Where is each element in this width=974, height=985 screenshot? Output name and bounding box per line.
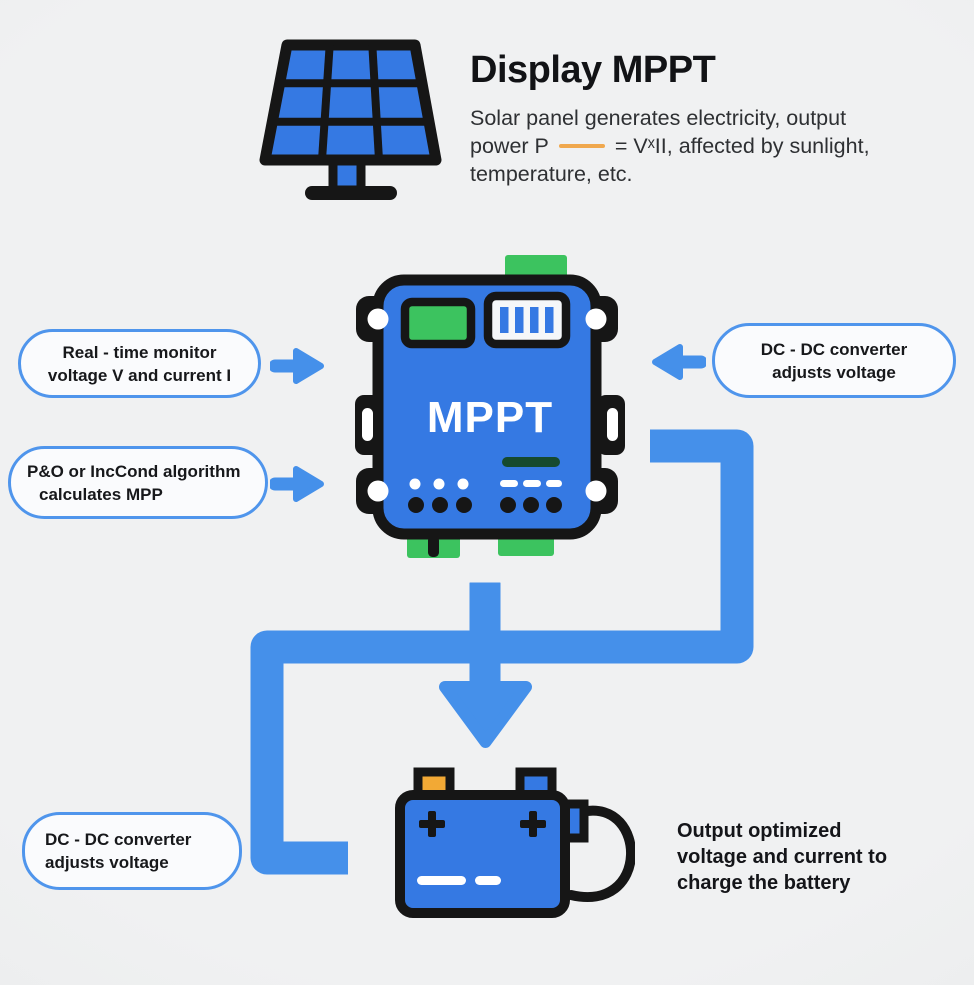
- solar-panel-icon: [259, 39, 442, 200]
- arrow-right-icon: [270, 348, 324, 384]
- device-screen: [400, 297, 476, 349]
- terminal-dots-black: [408, 497, 562, 513]
- subtitle-line1: Solar panel generates electricity, outpu…: [470, 106, 847, 130]
- arrow-left-icon: [652, 344, 706, 380]
- page-title: Display MPPT: [470, 49, 716, 91]
- battery-body: [395, 790, 570, 918]
- device-label: MPPT: [427, 393, 553, 442]
- screw-holes: [362, 308, 618, 502]
- pill-line: DC - DC converter: [45, 830, 192, 849]
- subtitle-line3: temperature, etc.: [470, 162, 633, 186]
- pill-line: calculates MPP: [39, 484, 163, 504]
- battery-level-dashes: [417, 876, 501, 885]
- pill-dc-dc-converter-right: DC - DC converter adjusts voltage: [712, 323, 956, 398]
- subtitle-line2-pre: power P: [470, 134, 549, 158]
- led-dots-white: [409, 478, 562, 490]
- pill-line: voltage V and current I: [47, 365, 232, 385]
- pill-algorithm: P&O or IncCond algorithm calculates MPP: [8, 446, 268, 519]
- pill-realtime-monitor: Real - time monitor voltage V and curren…: [18, 329, 261, 398]
- subtitle-line2-post: = VˣII, affected by sunlight,: [614, 134, 870, 158]
- solar-panel-base: [305, 186, 397, 200]
- battery-cable: [566, 805, 635, 902]
- output-note-line3: charge the battery: [677, 872, 851, 894]
- battery-indicator-bars: [500, 307, 554, 333]
- pill-line: Real - time monitor: [62, 342, 217, 362]
- solar-panel-face: [259, 39, 442, 166]
- pill-line: adjusts voltage: [772, 362, 896, 382]
- output-note-line2: voltage and current to: [677, 846, 888, 868]
- status-bar: [502, 457, 560, 467]
- mppt-controller-icon: MPPT: [355, 255, 625, 558]
- output-note-line1: Output optimized: [677, 820, 842, 842]
- pill-dc-dc-converter-left: DC - DC converter adjusts voltage: [22, 812, 242, 890]
- page-subtitle: Solar panel generates electricity, outpu…: [470, 104, 910, 188]
- pill-line: adjusts voltage: [45, 853, 169, 872]
- plus-marks: [419, 811, 546, 837]
- connector-pin: [428, 536, 439, 557]
- orange-dash-icon: [558, 144, 605, 148]
- arrow-right-icon: [270, 466, 324, 502]
- battery-icon: [395, 767, 635, 918]
- battery-indicator: [483, 291, 571, 349]
- pill-line: P&O or IncCond algorithm: [27, 461, 241, 481]
- down-arrow-icon: [439, 582, 532, 748]
- solar-panel-grid: [272, 44, 429, 161]
- pill-line: DC - DC converter: [760, 339, 908, 359]
- flow-pipe: [250, 429, 754, 875]
- output-note: Output optimized voltage and current to …: [677, 818, 887, 896]
